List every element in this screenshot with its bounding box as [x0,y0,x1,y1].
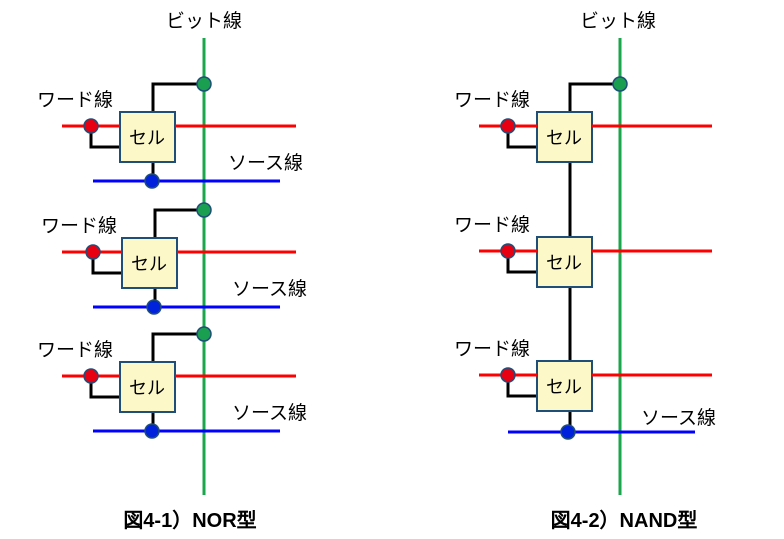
memory-cell-box [119,361,176,413]
source-line-contact-dot [144,173,160,189]
source-line-label: ソース線 [228,152,303,174]
cell-label: セル [546,253,582,273]
drain-wire [151,82,204,112]
drain-wire [151,332,204,362]
cell-label: セル [546,377,582,397]
nor-caption: 図4-1）NOR型 [123,509,256,532]
memory-cell-box [121,237,178,289]
nand-caption: 図4-2）NAND型 [551,509,698,532]
source-line-label: ソース線 [232,402,307,424]
memory-cell-box [119,111,176,163]
bit-line-contact-dot [196,202,212,218]
source-line-label: ソース線 [232,278,307,300]
word-line-label: ワード線 [454,338,530,360]
bit-line-contact-dot [196,326,212,342]
cell-label: セル [129,128,165,148]
word-line-contact-dot [500,367,516,383]
word-line-contact-dot [85,244,101,260]
cell-label: セル [131,254,167,274]
source-line-contact-dot [144,423,160,439]
word-line-contact-dot [500,118,516,134]
word-line-label: ワード線 [37,89,113,111]
bit-line-contact-dot [612,76,628,92]
source-line-contact-dot [146,299,162,315]
memory-cell-box [536,360,593,412]
word-line-label: ワード線 [454,214,530,236]
nor-bit-line-label: ビット線 [166,10,242,32]
word-line-contact-dot [500,243,516,259]
memory-cell-box [536,111,593,163]
word-line-label: ワード線 [41,215,117,237]
word-line-contact-dot [83,118,99,134]
word-line-contact-dot [83,368,99,384]
drain-wire [153,208,204,238]
bit-line-contact-dot [196,76,212,92]
memory-cell-box [536,236,593,288]
source-line-label: ソース線 [641,407,716,429]
source-line-contact-dot [560,424,576,440]
cell-label: セル [546,128,582,148]
cell-label: セル [129,378,165,398]
drain-wire [568,82,620,112]
word-line-label: ワード線 [454,89,530,111]
word-line-label: ワード線 [37,339,113,361]
nand-bit-line-label: ビット線 [580,10,656,32]
